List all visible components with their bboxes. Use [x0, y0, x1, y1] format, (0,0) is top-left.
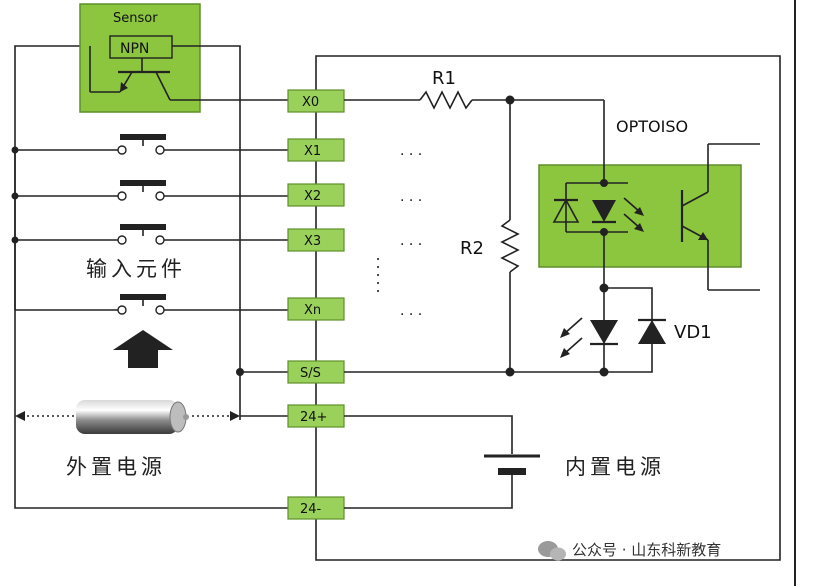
- internal-battery-short-plate: [498, 468, 526, 475]
- npn-box: [109, 35, 173, 59]
- npn-label: NPN: [120, 41, 149, 57]
- internal-power-bottom-wire: [344, 475, 513, 509]
- plc-top-wire: [315, 55, 781, 561]
- optoiso-label: OPTOISO: [616, 117, 688, 136]
- svg-text:24-: 24-: [300, 502, 322, 517]
- svg-text:S/S: S/S: [300, 366, 321, 381]
- r2-resistor-icon: [500, 219, 520, 273]
- press-arrow-icon: [113, 330, 173, 368]
- svg-text:24+: 24+: [300, 410, 327, 425]
- junction-dot: [11, 236, 19, 244]
- phototransistor-icon: [680, 143, 760, 291]
- r1-resistor-icon: [419, 90, 473, 110]
- svg-text:X2: X2: [304, 189, 321, 204]
- internal-power-wire: [344, 415, 513, 454]
- junction-dot: [11, 146, 19, 154]
- switch-x3: [15, 224, 290, 245]
- terminal-block: X0 X1 X2 X3 Xn S/S 24+ 24-: [287, 89, 345, 520]
- svg-text:X0: X0: [302, 95, 319, 110]
- terminal-x3: [287, 228, 345, 252]
- terminal-x1: [287, 138, 345, 162]
- junction-dot: [11, 192, 19, 200]
- sensor-top-wire: [172, 45, 241, 420]
- external-power-label: 外置电源: [66, 455, 166, 479]
- indicator-led-icon: [560, 317, 618, 358]
- svg-text:X3: X3: [304, 234, 321, 249]
- internal-power-label: 内置电源: [565, 455, 665, 479]
- terminal-x0: [287, 89, 345, 113]
- external-battery-icon: [76, 400, 189, 434]
- arrow-right-icon: [230, 411, 240, 421]
- r2-label: R2: [460, 238, 484, 259]
- svg-text:X1: X1: [304, 144, 321, 159]
- junction-dot: [505, 367, 515, 377]
- watermark-text: 公众号 · 山东科新教育: [572, 541, 721, 559]
- dots-x1: . . .: [400, 143, 422, 159]
- junction-dot: [236, 368, 244, 376]
- dots-x2: . . .: [400, 189, 422, 205]
- dots-xn: . . .: [400, 303, 422, 319]
- input-elements-label: 输入元件: [86, 257, 186, 281]
- svg-text:Xn: Xn: [304, 303, 321, 318]
- wechat-icon: [538, 541, 566, 561]
- arrow-left-icon: [15, 411, 25, 421]
- dots-x3: . . .: [400, 233, 422, 249]
- switch-x1: [15, 134, 290, 155]
- sensor-title: Sensor: [113, 11, 158, 26]
- terminal-x2: [287, 183, 345, 207]
- terminal-xn: [287, 297, 345, 321]
- vd1-diode-icon: [638, 318, 666, 344]
- npn-transistor-icon: [89, 46, 171, 101]
- r1-label: R1: [432, 68, 456, 89]
- switch-x2: [15, 180, 290, 201]
- opto-led-pair-icon: [552, 179, 644, 236]
- vd1-label: VD1: [674, 322, 712, 343]
- optoiso-box: [538, 164, 742, 268]
- switch-xn: [15, 294, 290, 315]
